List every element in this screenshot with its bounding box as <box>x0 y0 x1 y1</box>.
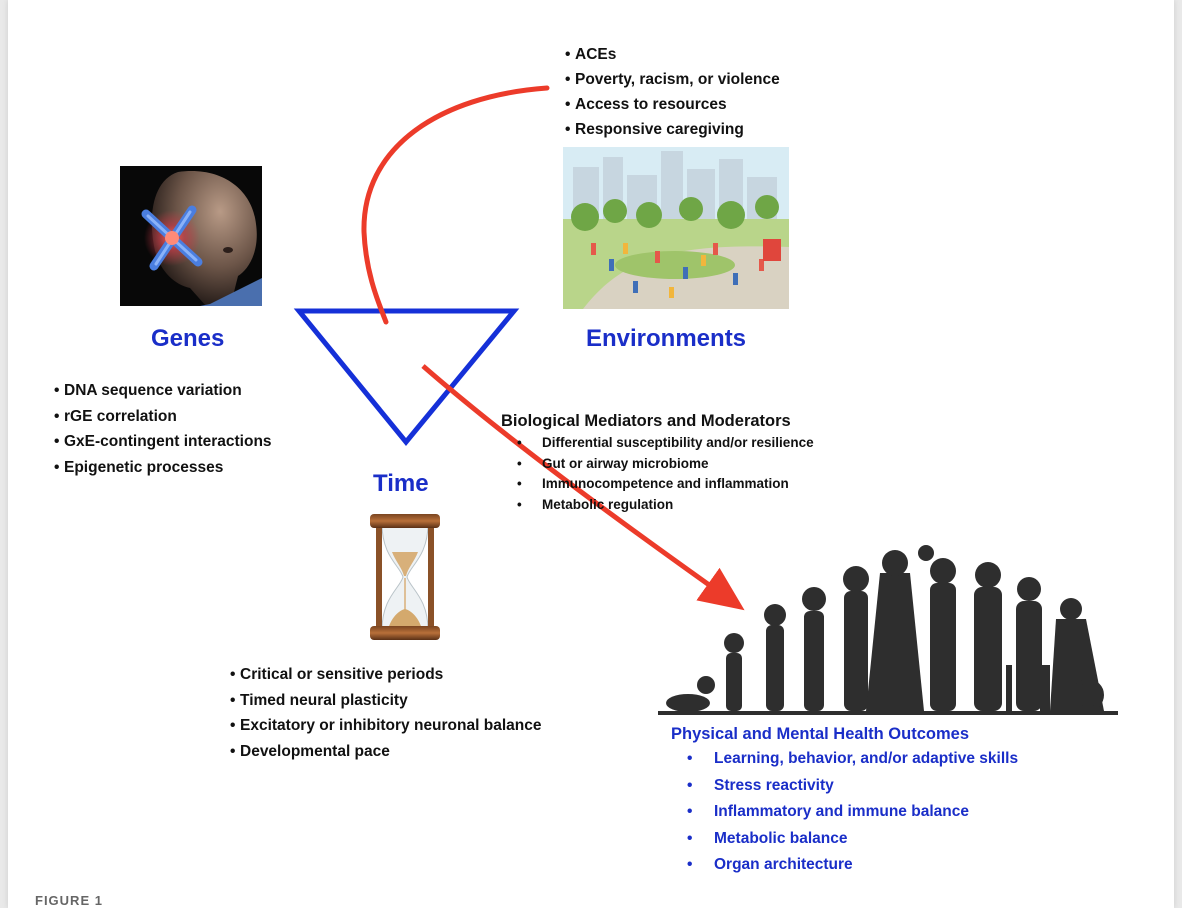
list-item: Learning, behavior, and/or adaptive skil… <box>687 746 1018 773</box>
mediators-title: Biological Mediators and Moderators <box>501 412 791 430</box>
baby-with-chromosome-photo <box>120 166 262 306</box>
list-item: Stress reactivity <box>687 773 1018 800</box>
outcomes-title: Physical and Mental Health Outcomes <box>671 725 969 743</box>
hourglass-icon <box>370 514 440 640</box>
list-item: Metabolic balance <box>687 826 1018 853</box>
genes-factor-list: DNA sequence variation rGE correlation G… <box>54 378 272 480</box>
mediators-block: Biological Mediators and Moderators Diff… <box>501 412 814 515</box>
list-item: ACEs <box>565 42 780 67</box>
list-item: Poverty, racism, or violence <box>565 67 780 92</box>
figure-caption: FIGURE 1 <box>35 893 103 908</box>
figure-canvas: Genes Environments Time ACEs Poverty, ra… <box>8 0 1174 908</box>
list-item: Epigenetic processes <box>54 455 272 481</box>
list-item: Inflammatory and immune balance <box>687 799 1018 826</box>
life-course-silhouette <box>658 545 1118 715</box>
environments-heading: Environments <box>586 325 747 352</box>
list-item: Immunocompetence and inflammation <box>517 474 814 495</box>
environments-factor-list: ACEs Poverty, racism, or violence Access… <box>565 42 780 142</box>
list-item: Organ architecture <box>687 852 1018 879</box>
genes-heading: Genes <box>151 325 225 352</box>
gene-environment-time-triangle <box>293 308 520 446</box>
time-factor-list: Critical or sensitive periods Timed neur… <box>230 662 541 764</box>
list-item: DNA sequence variation <box>54 378 272 404</box>
list-item: GxE-contingent interactions <box>54 429 272 455</box>
park-scene-illustration <box>563 147 789 309</box>
outcomes-block: Physical and Mental Health Outcomes Lear… <box>671 725 1018 879</box>
list-item: Gut or airway microbiome <box>517 454 814 475</box>
list-item: Metabolic regulation <box>517 495 814 516</box>
time-heading: Time <box>373 470 429 497</box>
list-item: Differential susceptibility and/or resil… <box>517 433 814 454</box>
list-item: Access to resources <box>565 92 780 117</box>
list-item: Critical or sensitive periods <box>230 662 541 688</box>
environment-curve-arrow <box>361 85 550 325</box>
list-item: rGE correlation <box>54 404 272 430</box>
list-item: Responsive caregiving <box>565 117 780 142</box>
list-item: Excitatory or inhibitory neuronal balanc… <box>230 713 541 739</box>
list-item: Timed neural plasticity <box>230 688 541 714</box>
list-item: Developmental pace <box>230 739 541 765</box>
